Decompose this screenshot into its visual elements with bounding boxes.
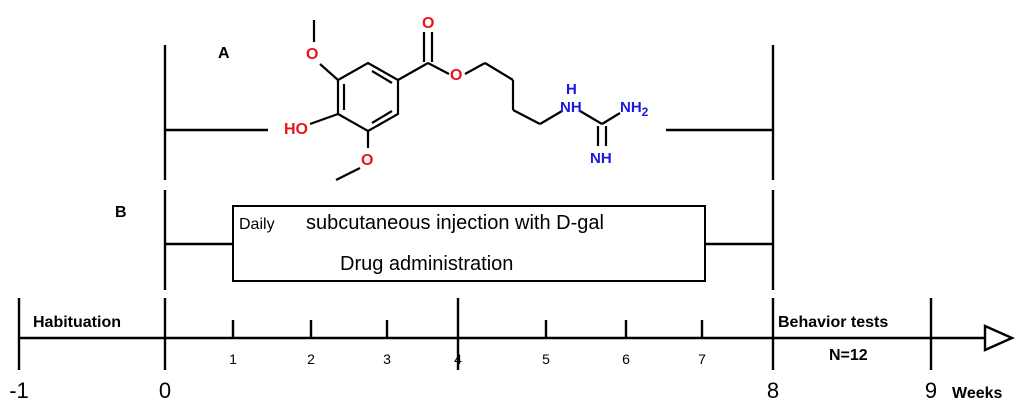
tick-label-2: 2 [307, 351, 315, 367]
tick-label-neg1: -1 [9, 378, 29, 403]
atom-o-carbonyl: O [422, 15, 434, 32]
tick-label-0: 0 [159, 378, 171, 403]
panel-a-label: A [218, 45, 230, 62]
tick-label-1: 1 [229, 351, 237, 367]
atom-o-methoxy-bottom: O [361, 152, 373, 169]
timeline-arrowhead [983, 324, 1015, 352]
treatment-daily-text: Daily [239, 216, 275, 233]
atom-nh2: NH2 [620, 99, 649, 119]
molecule-structure [309, 20, 621, 181]
weeks-unit-label: Weeks [952, 385, 1003, 402]
atom-o-ester: O [450, 67, 462, 84]
atom-h-amine: H [566, 81, 577, 98]
tick-label-7: 7 [698, 351, 706, 367]
atom-nh-amine: NH [560, 99, 582, 116]
tick-label-9: 9 [925, 378, 937, 403]
tick-label-8: 8 [767, 378, 779, 403]
atom-nh-imine: NH [590, 150, 612, 167]
panel-b-label: B [115, 204, 127, 221]
tick-label-6: 6 [622, 351, 630, 367]
tick-label-3: 3 [383, 351, 391, 367]
habituation-label: Habituation [33, 314, 121, 331]
treatment-drug-text: Drug administration [340, 253, 513, 275]
panel-a-bracket [163, 45, 775, 180]
tick-label-5: 5 [542, 351, 550, 367]
tick-label-4: 4 [454, 351, 462, 367]
atom-o-methoxy-top: O [306, 46, 318, 63]
atom-ho: HO [284, 121, 308, 138]
panel-b-bracket [163, 190, 775, 290]
timeline-axis [17, 298, 1015, 370]
treatment-injection-text: subcutaneous injection with D-gal [306, 212, 604, 234]
behavior-tests-label: Behavior tests [778, 314, 888, 331]
n-count-label: N=12 [829, 347, 868, 364]
